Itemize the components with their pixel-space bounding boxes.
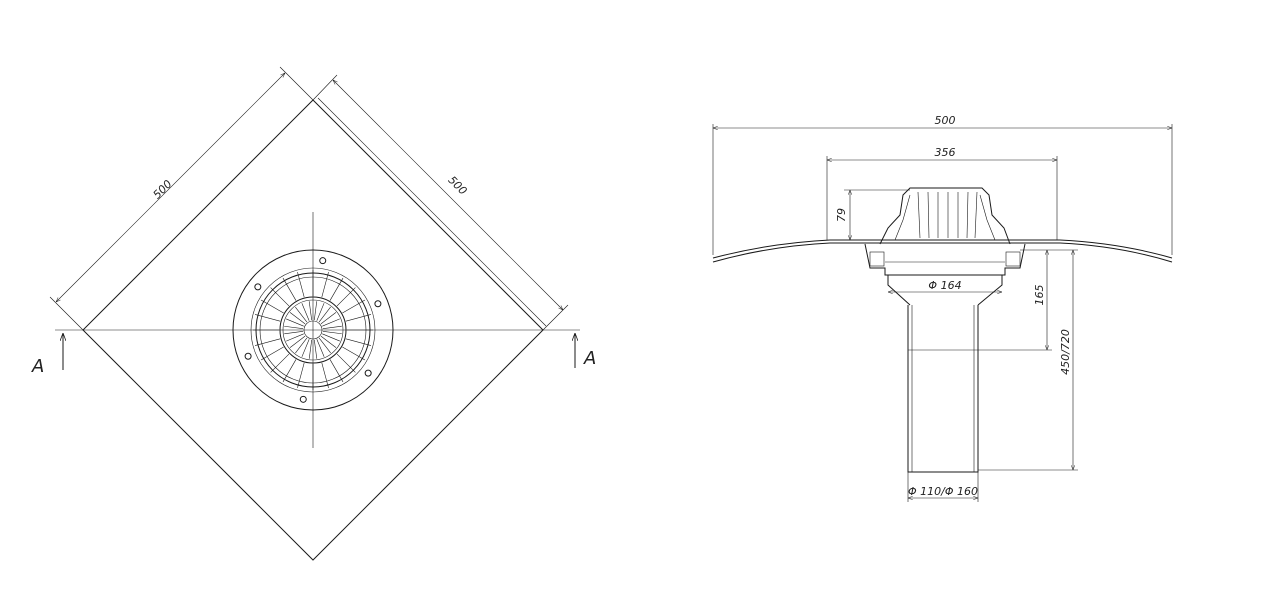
dim-height-top: 79: [835, 208, 848, 222]
drain-pipe: [907, 305, 979, 473]
dim-body-diameter: Φ 164: [928, 279, 961, 292]
section-marker-right: A: [583, 348, 596, 369]
dim-left-label: 500: [151, 178, 175, 202]
dimension-line-right: [333, 80, 563, 310]
dim-pipe-diameter: Φ 110/Φ 160: [908, 485, 978, 498]
section-marker-left: A: [31, 356, 44, 377]
drain-top-view: [232, 249, 394, 411]
leaf-guard-dome: [879, 187, 1011, 245]
drain-body: [864, 243, 1026, 276]
dimension-line-left: [56, 73, 285, 302]
dim-body-height: 165: [1033, 285, 1046, 306]
dim-flange-width: 356: [935, 146, 956, 159]
membrane-section: [712, 239, 1173, 259]
dim-right-label: 500: [445, 174, 469, 198]
plan-view: 500 500 A A: [31, 66, 596, 561]
dim-total-height: 450/720: [1059, 329, 1072, 375]
section-view: 500 356 79 Φ 164 165 450/720 Φ 110/Φ 160: [712, 114, 1173, 502]
dim-total-width: 500: [935, 114, 956, 127]
